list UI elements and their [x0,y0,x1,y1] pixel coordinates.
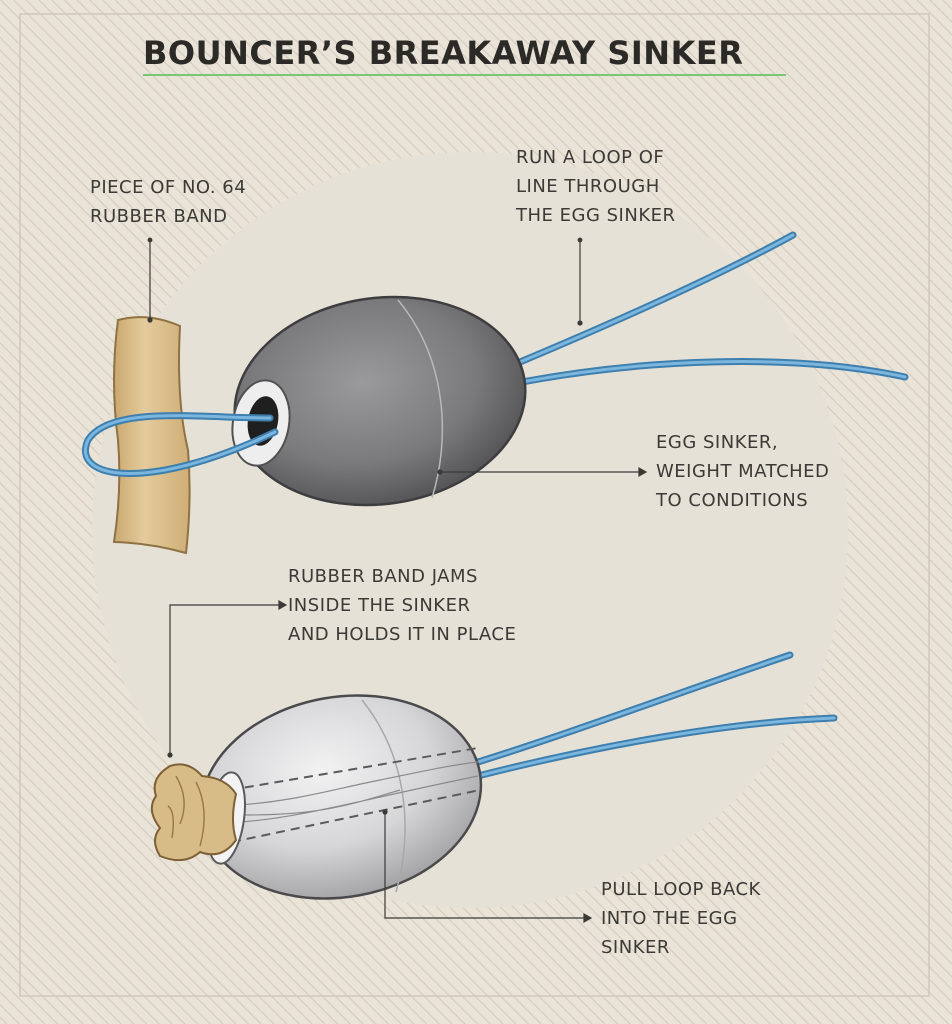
callout-rubber-jams: RUBBER BAND JAMS INSIDE THE SINKER AND H… [288,562,516,649]
leader-dot-2 [578,238,582,242]
callout-run-loop: RUN A LOOP OF LINE THROUGH THE EGG SINKE… [516,143,676,230]
callout-line: SINKER [601,933,761,962]
leader-dot-5 [383,810,387,814]
callout-line: INSIDE THE SINKER [288,591,516,620]
callout-line: TO CONDITIONS [656,486,829,515]
callout-line: WEIGHT MATCHED [656,457,829,486]
callout-line: PIECE OF NO. 64 [90,173,246,202]
callout-line: LINE THROUGH [516,172,676,201]
leader-dot-4 [168,753,172,757]
callout-line: RUBBER BAND [90,202,246,231]
callout-line: THE EGG SINKER [516,201,676,230]
callout-line: RUBBER BAND JAMS [288,562,516,591]
leader-dot-3 [438,470,442,474]
callout-line: AND HOLDS IT IN PLACE [288,620,516,649]
callout-line: PULL LOOP BACK [601,875,761,904]
page-title: BOUNCER’S BREAKAWAY SINKER [143,34,743,72]
callout-line: EGG SINKER, [656,428,829,457]
callout-line: INTO THE EGG [601,904,761,933]
leader-dot-1 [148,238,152,242]
leader-dot-2b [578,321,582,325]
callout-rubber-band-piece: PIECE OF NO. 64 RUBBER BAND [90,173,246,231]
leader-dot-1b [148,318,152,322]
callout-pull-loop: PULL LOOP BACK INTO THE EGG SINKER [601,875,761,962]
callout-line: RUN A LOOP OF [516,143,676,172]
callout-egg-sinker: EGG SINKER, WEIGHT MATCHED TO CONDITIONS [656,428,829,515]
